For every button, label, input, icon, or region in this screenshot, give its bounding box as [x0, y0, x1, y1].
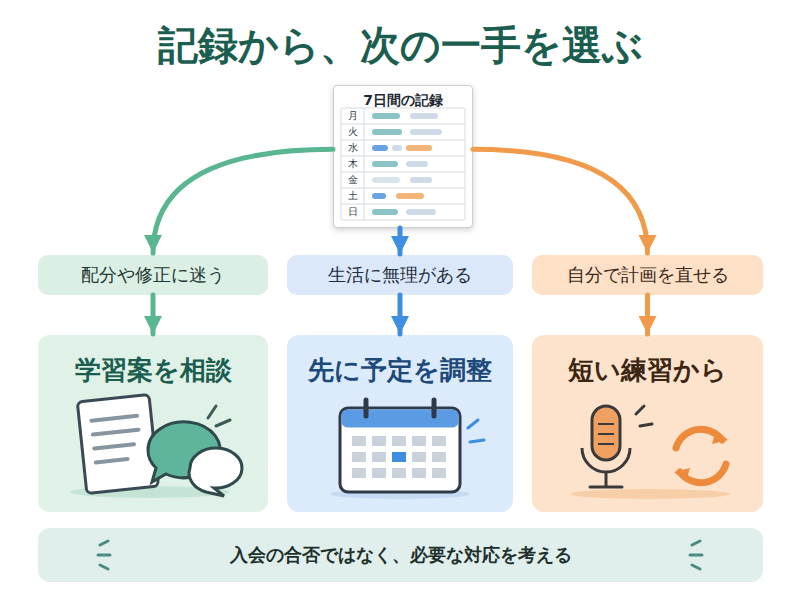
table-cell: 土 — [341, 188, 364, 204]
connector-arrow — [153, 149, 333, 253]
condition-pill: 自分で計画を直せる — [532, 255, 763, 295]
connector-arrow — [645, 295, 650, 334]
node-heading: 自分で計画を直せる — [567, 264, 729, 286]
table-cell: 月 — [341, 108, 364, 124]
connector-arrow — [473, 149, 648, 253]
node-heading: 短い練習から — [568, 355, 727, 386]
condition-pill: 配分や修正に迷う — [38, 255, 268, 295]
action-box: 先に予定を調整 — [287, 335, 513, 512]
table-cell: 火 — [341, 124, 364, 140]
connector-arrow — [398, 228, 403, 254]
record-card: 7日間の記録月火水木金土日 — [333, 85, 473, 228]
connector-arrow — [398, 295, 403, 334]
node-heading: 7日間の記録 — [363, 92, 443, 109]
action-box: 学習案を相談 — [38, 335, 268, 512]
note-band: 入会の合否ではなく、必要な対応を考える — [38, 528, 763, 582]
table-cell: 日 — [341, 204, 364, 220]
table-cell: 金 — [341, 172, 364, 188]
condition-pill: 生活に無理がある — [287, 255, 513, 295]
connector-arrow — [151, 295, 156, 334]
node-heading: 学習案を相談 — [75, 355, 232, 386]
node-heading: 生活に無理がある — [328, 264, 472, 286]
diagram-title: 記録から、次の一手を選ぶ — [0, 18, 800, 73]
node-heading: 先に予定を調整 — [308, 355, 492, 386]
node-heading: 入会の合否ではなく、必要な対応を考える — [230, 544, 572, 566]
table-cell: 水 — [341, 140, 364, 156]
action-box: 短い練習から — [532, 335, 763, 512]
node-heading: 配分や修正に迷う — [81, 264, 225, 286]
table-cell: 木 — [341, 156, 364, 172]
